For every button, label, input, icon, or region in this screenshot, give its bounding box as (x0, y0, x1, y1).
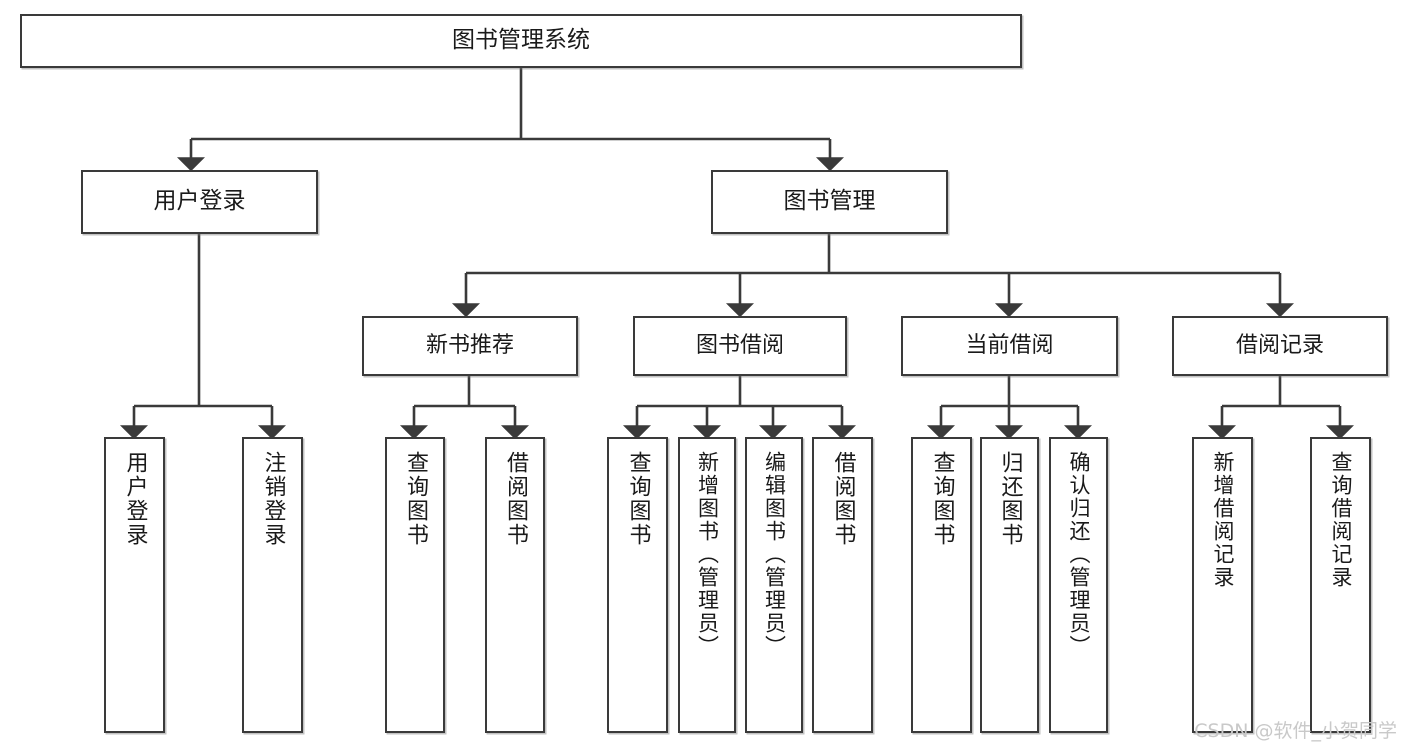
node-book-borrow-label: 图书借阅 (695, 332, 784, 358)
node-book-manage[interactable]: 图书管理 (711, 170, 948, 234)
leaf-confirm-return-label: 确认归还（管理员） (1067, 451, 1091, 658)
node-root[interactable]: 图书管理系统 (20, 14, 1022, 68)
node-new-book-rec[interactable]: 新书推荐 (362, 316, 578, 376)
node-borrow-record-label: 借阅记录 (1235, 332, 1324, 358)
leaf-user-logout[interactable]: 注销登录 (242, 437, 303, 733)
leaf-borrow-book-1-label: 借阅图书 (503, 451, 528, 547)
leaf-query-book-3-label: 查询图书 (929, 451, 955, 547)
leaf-add-book-label: 新增图书（管理员） (695, 451, 720, 658)
node-borrow-record[interactable]: 借阅记录 (1172, 316, 1388, 376)
leaf-query-book-3[interactable]: 查询图书 (911, 437, 972, 733)
leaf-user-login-label: 用户登录 (122, 451, 148, 547)
leaf-add-book[interactable]: 新增图书（管理员） (678, 437, 736, 733)
leaf-user-logout-label: 注销登录 (260, 451, 286, 547)
leaf-query-record[interactable]: 查询借阅记录 (1310, 437, 1371, 733)
leaf-borrow-book-1[interactable]: 借阅图书 (485, 437, 545, 733)
leaf-return-book[interactable]: 归还图书 (980, 437, 1039, 733)
leaf-return-book-label: 归还图书 (997, 451, 1023, 547)
node-new-book-rec-label: 新书推荐 (425, 332, 514, 358)
leaf-query-book-1-label: 查询图书 (403, 451, 428, 547)
node-book-borrow[interactable]: 图书借阅 (633, 316, 847, 376)
node-book-manage-label: 图书管理 (783, 188, 876, 215)
node-current-borrow-label: 当前借阅 (965, 332, 1054, 358)
node-user-login[interactable]: 用户登录 (81, 170, 318, 234)
node-user-login-label: 用户登录 (153, 188, 246, 215)
leaf-confirm-return[interactable]: 确认归还（管理员） (1049, 437, 1108, 733)
leaf-add-record[interactable]: 新增借阅记录 (1192, 437, 1253, 733)
leaf-query-book-2-label: 查询图书 (625, 451, 651, 547)
leaf-query-book-1[interactable]: 查询图书 (385, 437, 445, 733)
leaf-query-book-2[interactable]: 查询图书 (607, 437, 668, 733)
node-current-borrow[interactable]: 当前借阅 (901, 316, 1118, 376)
leaf-query-record-label: 查询借阅记录 (1329, 451, 1353, 589)
leaf-borrow-book-2-label: 借阅图书 (830, 451, 856, 547)
leaf-edit-book-label: 编辑图书（管理员） (762, 451, 787, 658)
leaf-edit-book[interactable]: 编辑图书（管理员） (745, 437, 803, 733)
leaf-add-record-label: 新增借阅记录 (1211, 451, 1235, 589)
leaf-borrow-book-2[interactable]: 借阅图书 (812, 437, 873, 733)
node-root-label: 图书管理系统 (452, 27, 590, 54)
leaf-user-login[interactable]: 用户登录 (104, 437, 165, 733)
